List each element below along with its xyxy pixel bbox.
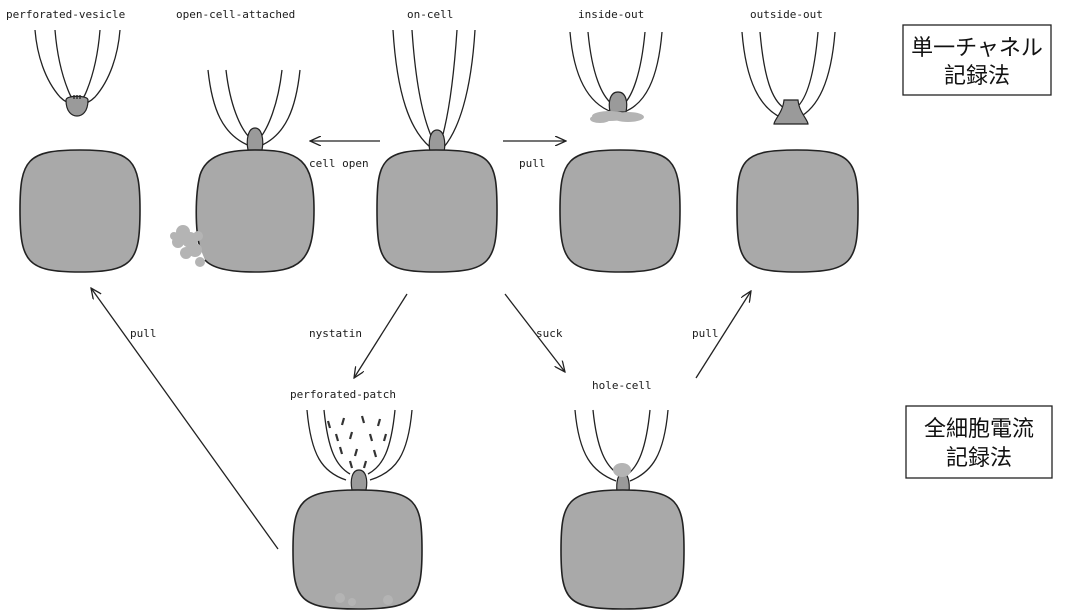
cell-perforated-patch <box>293 490 422 609</box>
category-single-channel: 単一チャネル 記録法 <box>903 25 1051 95</box>
label-pull-vesicle: pull <box>130 327 157 340</box>
config-perforated-patch: perforated-patch <box>290 388 422 609</box>
patch-on-cell <box>429 130 444 152</box>
pipette-inside-out <box>570 32 662 123</box>
cell-whole-cell <box>561 490 684 609</box>
vesicle-patch <box>66 96 88 116</box>
arrow-pull-vesicle <box>91 288 278 549</box>
pipette-open-cell-attached <box>208 70 300 150</box>
label-inside-out: inside-out <box>578 8 644 21</box>
label-outside-out: outside-out <box>750 8 823 21</box>
whole-cell-cytoplasm-entry <box>613 463 631 477</box>
cell-outside-out <box>737 150 858 272</box>
label-perforated-patch: perforated-patch <box>290 388 396 401</box>
pipette-perforated-patch <box>307 410 412 490</box>
label-pull-inside-out: pull <box>519 157 546 170</box>
label-whole-cell: hole-cell <box>592 379 652 392</box>
cell-open-cell-attached <box>196 150 314 272</box>
pipette-outside-out <box>742 32 835 124</box>
pipette-perforated-vesicle <box>35 30 120 116</box>
config-perforated-vesicle: perforated-vesicle <box>6 8 140 272</box>
cell-on-cell <box>377 150 497 272</box>
patch-perforated-patch <box>351 470 366 490</box>
pipette-on-cell <box>393 30 475 152</box>
cell-perforated-vesicle <box>20 150 140 272</box>
pipette-whole-cell <box>575 410 668 492</box>
patch-inside-out <box>609 92 626 112</box>
config-whole-cell: hole-cell <box>561 379 684 609</box>
config-inside-out: inside-out <box>560 8 680 272</box>
whole-cell-line-1: 全細胞電流 <box>924 417 1034 442</box>
label-on-cell: on-cell <box>407 8 453 21</box>
config-outside-out: outside-out <box>737 8 858 272</box>
label-open-cell-attached: open-cell-attached <box>176 8 295 21</box>
label-perforated-vesicle: perforated-vesicle <box>6 8 125 21</box>
patch-open-cell-attached <box>247 128 262 150</box>
label-suck: suck <box>536 327 563 340</box>
single-channel-line-2: 記録法 <box>944 64 1010 89</box>
label-nystatin: nystatin <box>309 327 362 340</box>
category-whole-cell: 全細胞電流 記録法 <box>906 406 1052 478</box>
config-on-cell: on-cell <box>377 8 497 272</box>
cell-inside-out <box>560 150 680 272</box>
label-pull-outside-out: pull <box>692 327 719 340</box>
inside-out-membrane-edge <box>590 111 644 123</box>
single-channel-line-1: 単一チャネル <box>911 36 1043 61</box>
config-open-cell-attached: open-cell-attached <box>170 8 314 272</box>
label-cell-open: cell open <box>309 157 369 170</box>
whole-cell-line-2: 記録法 <box>946 446 1012 471</box>
